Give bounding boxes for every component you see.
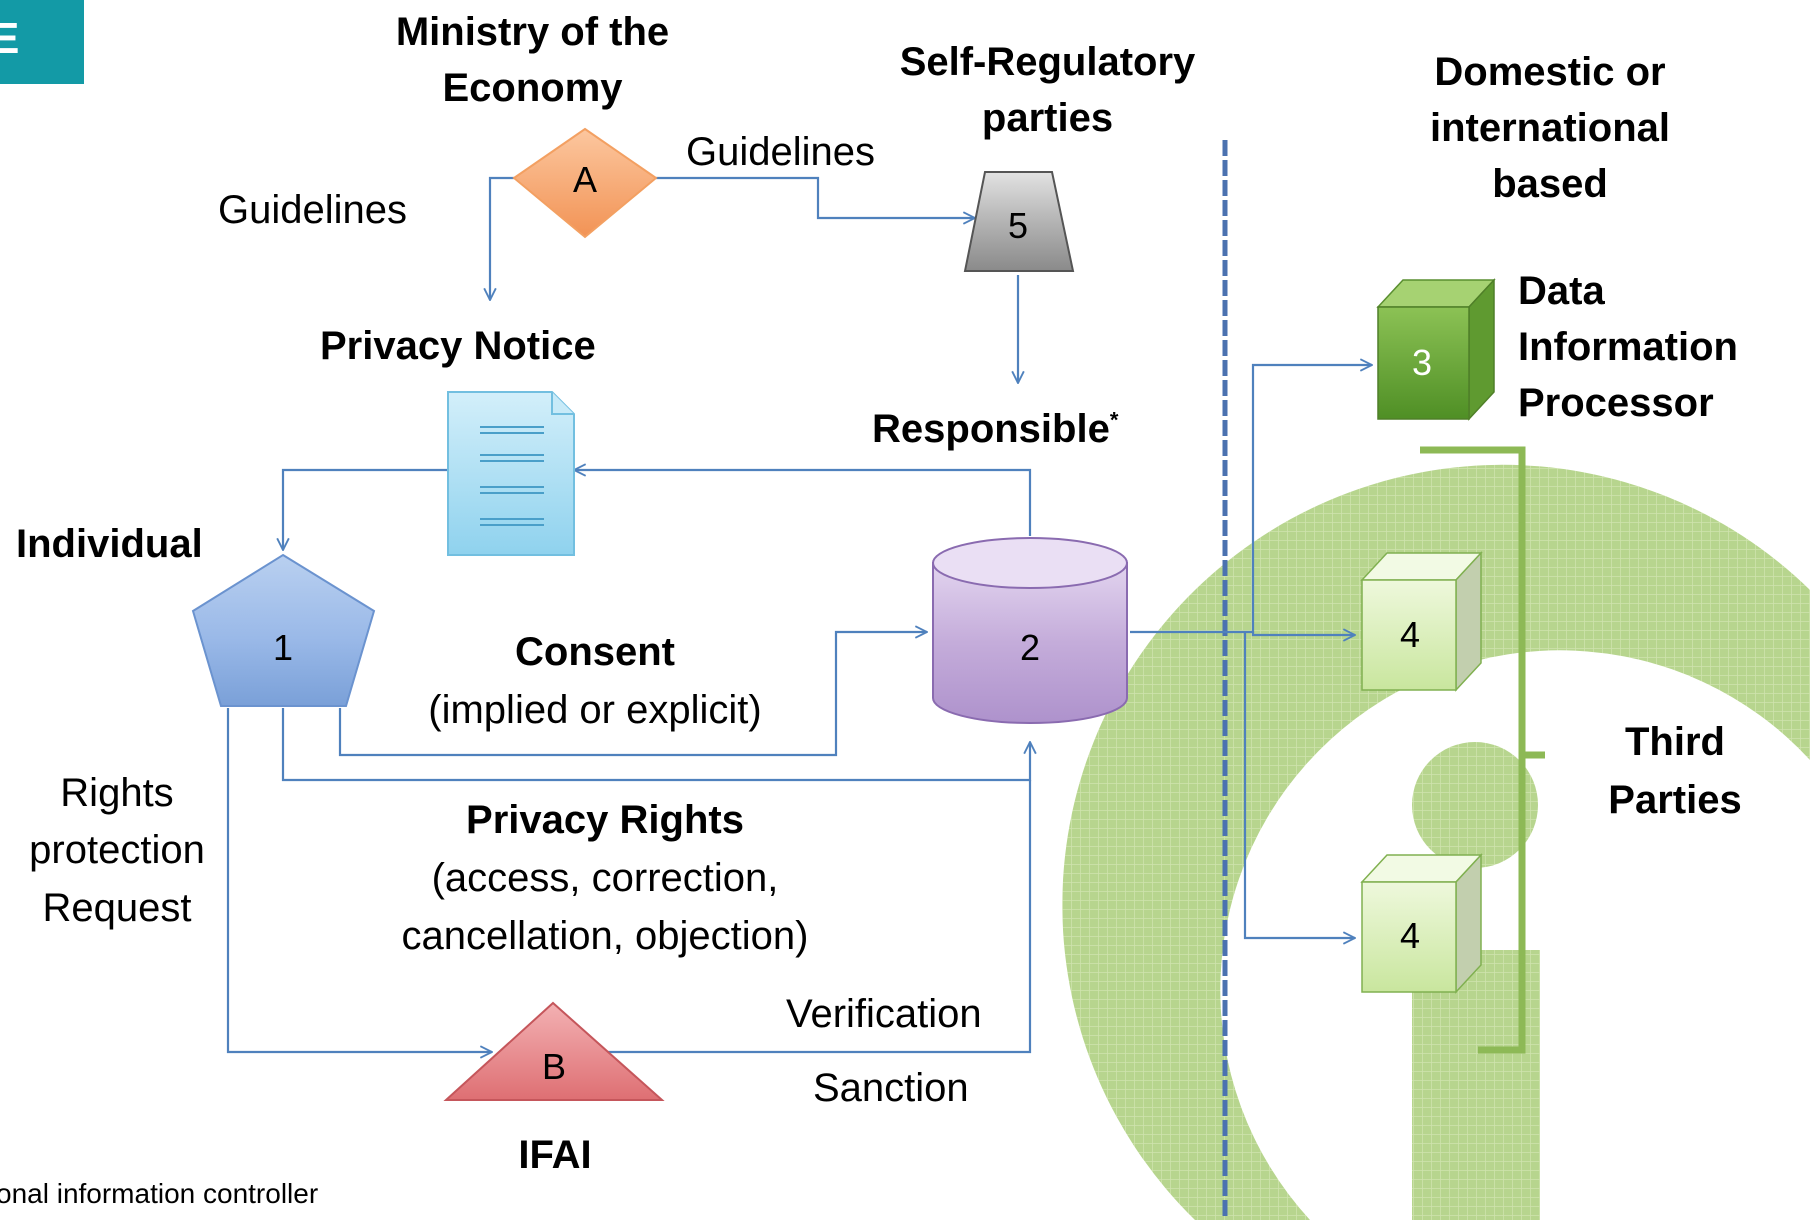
self-regulatory-label-line2: parties — [981, 96, 1114, 140]
third-parties-bracket — [1420, 446, 1545, 1054]
third-parties-label-line1: Third — [1625, 720, 1725, 764]
guidelines-right-label: Guidelines — [686, 130, 876, 174]
processor-label-line2: Information — [1518, 325, 1738, 369]
domestic-label-line3: based — [1492, 162, 1608, 206]
line-ifai-verification — [604, 780, 1032, 1054]
logo-tab: E — [0, 0, 84, 84]
privacy-notice-document — [447, 391, 575, 556]
arrow-to-third-party-1 — [1251, 632, 1355, 635]
ifai-triangle — [443, 1001, 665, 1101]
responsible-cylinder — [932, 537, 1128, 724]
privacy-rights-sub-line2: cancellation, objection) — [401, 914, 809, 958]
consent-sub-label: (implied or explicit) — [428, 688, 762, 732]
arrow-to-processor — [1130, 365, 1372, 634]
arrow-guidelines-to-self-regulatory — [656, 176, 975, 218]
privacy-rights-label: Privacy Rights — [466, 798, 744, 842]
domestic-label-line2: international — [1429, 106, 1671, 150]
rights-request-label-line2: protection — [29, 828, 205, 872]
node-label-4b: 4 — [1399, 915, 1421, 956]
responsible-text: Responsible — [872, 407, 1110, 451]
arrow-notice-to-individual — [283, 468, 448, 550]
rights-request-label-line1: Rights — [60, 771, 174, 815]
third-parties-label-line2: Parties — [1608, 778, 1742, 822]
self-regulatory-trapezoid — [963, 171, 1075, 272]
node-label-b: B — [541, 1046, 566, 1087]
arrow-rights-request-to-ifai — [226, 708, 492, 1052]
arrow-privacy-rights — [281, 708, 1030, 782]
logo-letter: E — [0, 14, 20, 63]
arrow-to-third-party-2 — [1243, 632, 1355, 938]
node-label-3: 3 — [1411, 342, 1433, 383]
rights-request-label-line3: Request — [42, 886, 192, 930]
node-label-a: A — [572, 159, 597, 200]
self-regulatory-label-line1: Self-Regulatory — [899, 40, 1196, 84]
arrow-guidelines-to-notice — [490, 176, 514, 300]
sanction-label: Sanction — [813, 1066, 969, 1110]
guidelines-left-label: Guidelines — [218, 188, 408, 232]
ministry-diamond — [512, 127, 658, 239]
domestic-label-line1: Domestic or — [1434, 50, 1666, 94]
consent-label: Consent — [515, 630, 675, 674]
arrow-consent — [338, 632, 927, 757]
ifai-label: IFAI — [518, 1133, 592, 1177]
ministry-label-line1: Ministry of the — [395, 10, 670, 54]
third-party-cube-1 — [1360, 551, 1483, 692]
privacy-rights-sub-line1: (access, correction, — [431, 856, 779, 900]
node-label-5: 5 — [1007, 205, 1029, 246]
individual-label: Individual — [16, 522, 203, 566]
responsible-footnote-mark: * — [1109, 407, 1119, 433]
processor-label-line3: Processor — [1518, 381, 1714, 425]
third-party-cube-2 — [1360, 853, 1483, 994]
individual-pentagon — [191, 553, 376, 707]
processor-label-line1: Data — [1518, 269, 1605, 313]
footnote: onal information controller — [0, 1178, 319, 1209]
node-label-1: 1 — [272, 627, 294, 668]
verification-label: Verification — [786, 992, 982, 1036]
node-label-2: 2 — [1019, 627, 1041, 668]
node-label-4a: 4 — [1399, 614, 1421, 655]
data-processor-cube — [1376, 278, 1496, 421]
ministry-label-line2: Economy — [442, 66, 623, 110]
responsible-label: Responsible* — [872, 409, 1118, 449]
flow-arrows — [226, 176, 1372, 1054]
arrow-responsible-to-notice — [574, 470, 1032, 536]
privacy-notice-label: Privacy Notice — [320, 324, 596, 368]
